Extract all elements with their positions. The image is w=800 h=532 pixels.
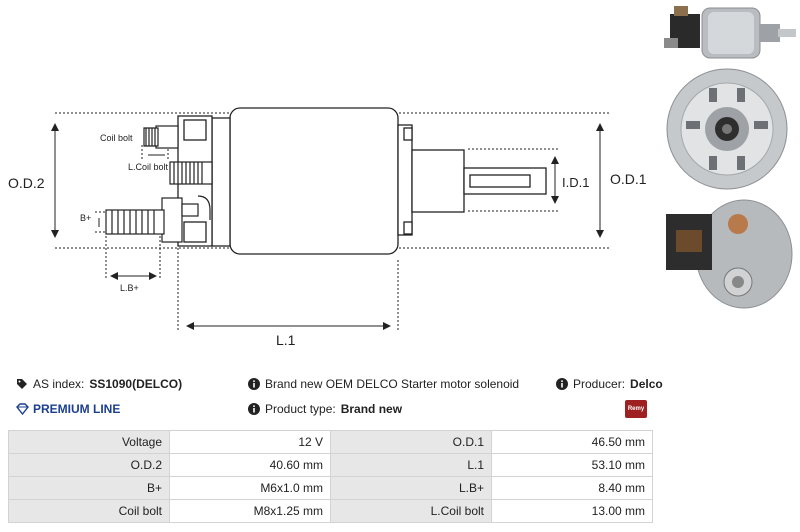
spec-value: M6x1.0 mm — [169, 476, 331, 500]
spec-table: Voltage 12 V O.D.1 46.50 mm O.D.2 40.60 … — [8, 430, 653, 523]
producer-logo: Remy — [625, 400, 647, 418]
spec-value: 8.40 mm — [491, 476, 653, 500]
diamond-icon — [16, 403, 29, 415]
lcoil-bolt-label: L.Coil bolt — [128, 162, 169, 172]
product-type-value: Brand new — [340, 402, 403, 416]
spec-label: B+ — [8, 476, 170, 500]
coil-bolt-label: Coil bolt — [100, 133, 133, 143]
as-index-label: AS index: — [33, 377, 85, 391]
product-photo-front — [666, 68, 788, 190]
spec-label: Voltage — [8, 430, 170, 454]
product-photo-side — [660, 0, 800, 64]
product-photo-back — [664, 196, 794, 312]
premium-line-row: PREMIUM LINE — [16, 402, 120, 416]
tag-icon — [16, 378, 28, 390]
spec-label: L.B+ — [330, 476, 492, 500]
producer-label: Producer: — [573, 377, 626, 391]
product-type-label: Product type: — [265, 402, 336, 416]
table-row: O.D.2 40.60 mm L.1 53.10 mm — [8, 453, 653, 477]
spec-label: Coil bolt — [8, 499, 170, 523]
as-index-value: SS1090(DELCO) — [89, 377, 183, 391]
info-icon — [556, 378, 568, 390]
table-row: Coil bolt M8x1.25 mm L.Coil bolt 13.00 m… — [8, 499, 653, 523]
l1-label: L.1 — [276, 332, 296, 348]
spec-value: 12 V — [169, 430, 331, 454]
info-icon — [248, 378, 260, 390]
premium-line-label: PREMIUM LINE — [33, 402, 121, 416]
table-row: Voltage 12 V O.D.1 46.50 mm — [8, 430, 653, 454]
spec-value: 13.00 mm — [491, 499, 653, 523]
product-type-row: Product type: Brand new — [248, 402, 402, 416]
id1-label: I.D.1 — [562, 175, 589, 190]
spec-value: 53.10 mm — [491, 453, 653, 477]
spec-value: M8x1.25 mm — [169, 499, 331, 523]
product-description: Brand new OEM DELCO Starter motor soleno… — [265, 377, 520, 391]
table-row: B+ M6x1.0 mm L.B+ 8.40 mm — [8, 476, 653, 500]
od1-label: O.D.1 — [610, 171, 647, 187]
producer-row: Producer: Delco — [556, 377, 663, 391]
solenoid-dimension-drawing: O.D.2 O.D.1 I.D.1 L.1 L.B+ B+ Coil bolt … — [8, 107, 647, 348]
od2-label: O.D.2 — [8, 175, 45, 191]
description-row: Brand new OEM DELCO Starter motor soleno… — [248, 377, 519, 391]
spec-label: L.Coil bolt — [330, 499, 492, 523]
spec-label: O.D.2 — [8, 453, 170, 477]
lb-label: L.B+ — [120, 283, 139, 293]
info-icon — [248, 403, 260, 415]
producer-value: Delco — [630, 377, 663, 391]
spec-label: O.D.1 — [330, 430, 492, 454]
spec-label: L.1 — [330, 453, 492, 477]
spec-value: 46.50 mm — [491, 430, 653, 454]
spec-value: 40.60 mm — [169, 453, 331, 477]
bplus-label: B+ — [80, 213, 91, 223]
as-index-row: AS index: SS1090(DELCO) — [16, 377, 182, 391]
